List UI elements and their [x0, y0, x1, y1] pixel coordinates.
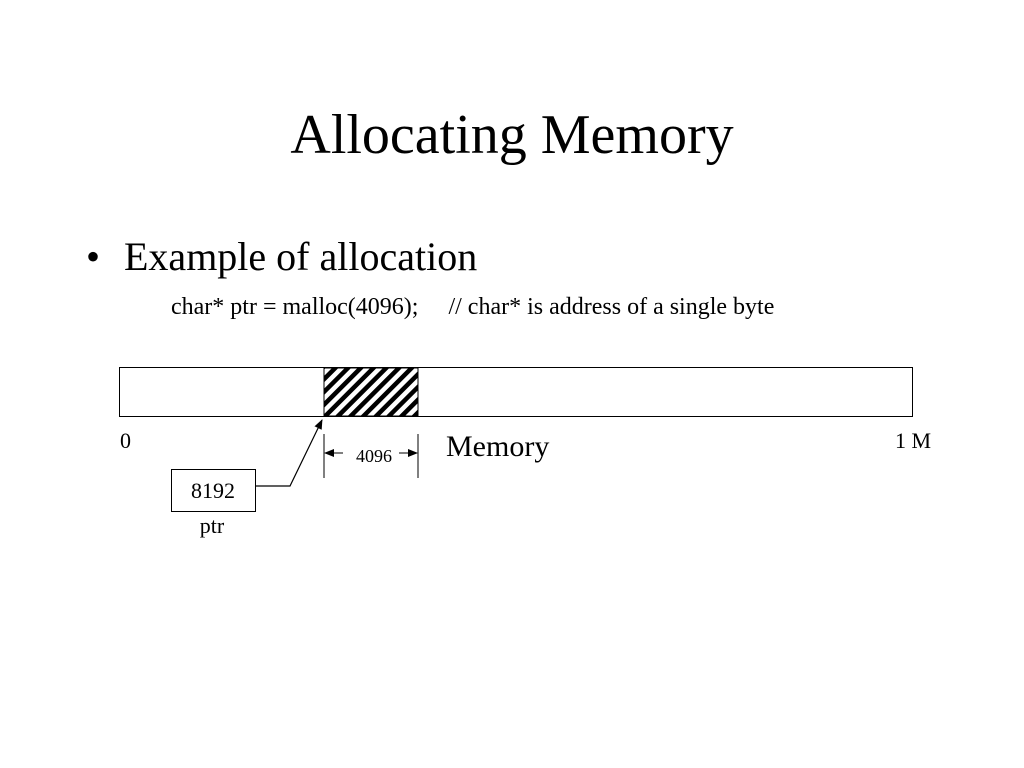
- pointer-name: ptr: [200, 513, 225, 538]
- code-comment: // char* is address of a single byte: [448, 294, 775, 320]
- pointer-arrow: [256, 419, 323, 487]
- bullet-text: Example of allocation: [124, 234, 478, 279]
- code-statement: char* ptr = malloc(4096);: [171, 294, 419, 320]
- memory-label: Memory: [446, 430, 549, 463]
- slide-title: Allocating Memory: [290, 104, 734, 166]
- pointer-value: 8192: [191, 478, 235, 503]
- bullet-point-icon: •: [86, 234, 101, 279]
- block-size-label: 4096: [356, 446, 392, 466]
- pointer-box: [171, 469, 256, 512]
- code-example: char* ptr = malloc(4096); // char* is add…: [171, 292, 774, 322]
- bullet-item: • Example of allocation: [86, 232, 477, 282]
- memory-bar: [119, 367, 913, 417]
- memory-start-label: 0: [120, 428, 131, 453]
- memory-end-label: 1 M: [895, 428, 931, 453]
- allocated-block: [323, 367, 419, 417]
